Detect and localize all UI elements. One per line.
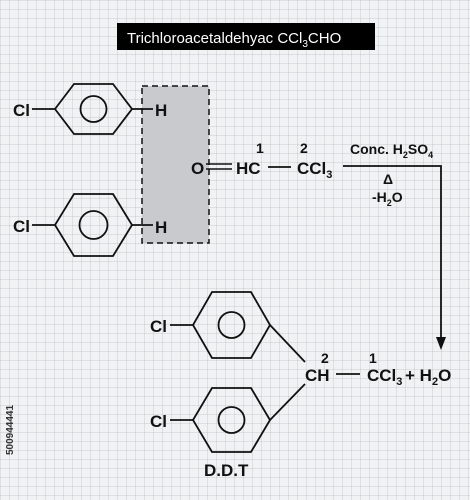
h-label-bottom: H [155,218,167,237]
product-carbon-number-1: 1 [369,350,377,366]
watermark-id: 500944441 [5,405,16,455]
benzene-ring-product-2 [191,387,272,453]
title-text: Trichloroacetaldehyac CCl3CHO [127,30,341,50]
cl-label-product-2: Cl [150,412,167,431]
cl-label-product-1: Cl [150,317,167,336]
oxygen-label: O [191,159,204,178]
reagent-acid-label: Conc. H2SO4 [350,141,433,160]
heat-delta-label: Δ [383,171,393,187]
water-removal-label: -H2O [372,189,403,208]
carbon-number-2: 2 [300,140,308,156]
ccl3-label-reactant: CCl3 [297,159,332,181]
cl-label-reactant-2: Cl [13,217,30,236]
product-name-ddt: D.D.T [204,461,249,480]
title-banner [117,23,375,50]
benzene-ring-product-1 [191,291,272,359]
reaction-arrow [343,165,442,337]
product-carbon-number-2: 2 [321,350,329,366]
cl-label-reactant-1: Cl [13,101,30,120]
water-product-label: + H2O [405,366,451,388]
ch-label: CH [305,366,330,385]
benzene-ring-reactant-1 [53,83,134,135]
h-label-top: H [155,101,167,120]
arrow-head [436,337,446,350]
carbon-number-1: 1 [256,140,264,156]
hc-label: HC [236,159,261,178]
ccl3-label-product: CCl3 [367,366,402,388]
benzene-ring-reactant-2 [53,193,134,257]
